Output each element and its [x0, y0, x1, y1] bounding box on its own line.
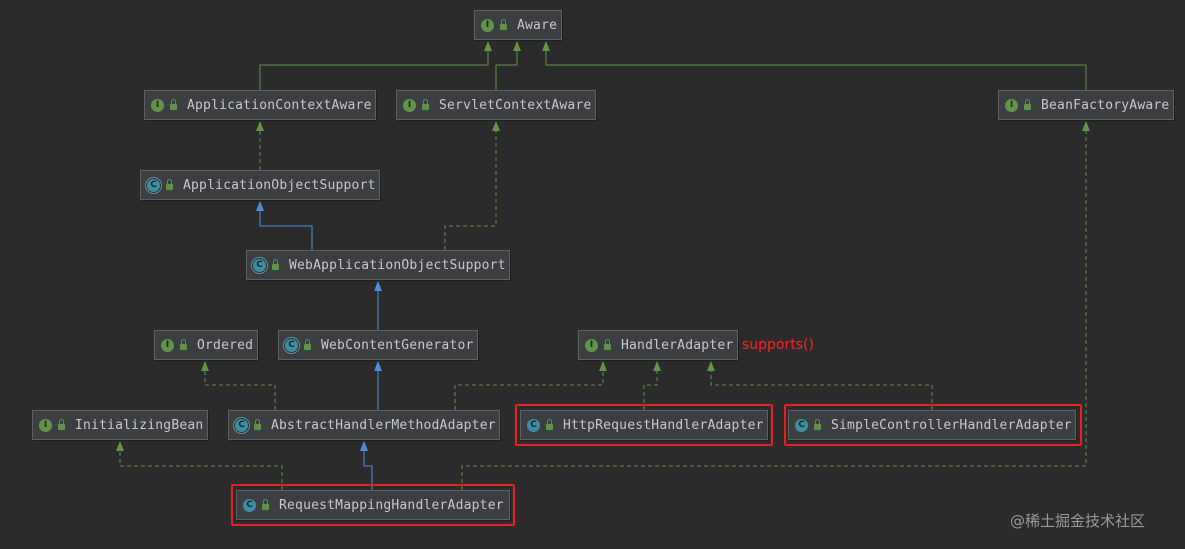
edge-requestmappinghandleradapter-initializingbean — [116, 441, 283, 490]
node-http-request-handler-adapter[interactable]: C HttpRequestHandlerAdapter — [520, 410, 768, 440]
lock-icon — [262, 498, 269, 510]
class-icon: C — [243, 498, 256, 512]
node-label: HandlerAdapter — [621, 337, 734, 353]
lock-icon — [500, 18, 507, 30]
node-label: HttpRequestHandlerAdapter — [563, 417, 764, 433]
node-label: Aware — [517, 17, 558, 33]
node-aware[interactable]: I Aware — [474, 10, 562, 40]
node-application-context-aware[interactable]: I ApplicationContextAware — [144, 90, 376, 120]
edge-abstracthandlermethodadapter-handleradapter — [454, 361, 607, 410]
node-application-object-support[interactable]: C ApplicationObjectSupport — [140, 170, 380, 200]
node-label: ApplicationContextAware — [187, 97, 372, 113]
node-label: BeanFactoryAware — [1041, 97, 1170, 113]
node-label: ServletContextAware — [439, 97, 592, 113]
lock-icon — [304, 338, 311, 350]
lock-icon — [604, 338, 611, 350]
abstract-class-icon: C — [253, 258, 266, 272]
edge-applicationcontextaware-aware — [259, 41, 492, 90]
lock-icon — [1024, 98, 1031, 110]
lock-icon — [422, 98, 429, 110]
node-label: WebApplicationObjectSupport — [289, 257, 506, 273]
node-web-application-object-support[interactable]: C WebApplicationObjectSupport — [246, 250, 510, 280]
edge-httprequesthandleradapter-handleradapter — [643, 361, 661, 410]
interface-icon: I — [1005, 98, 1018, 112]
interface-icon: I — [39, 418, 52, 432]
edge-webapplicationobjectsupport-applicationobjectsupport — [256, 201, 313, 250]
node-request-mapping-handler-adapter[interactable]: C RequestMappingHandlerAdapter — [236, 490, 510, 520]
edge-beanfactoryaware-aware — [542, 41, 1087, 90]
abstract-class-icon: C — [235, 418, 248, 432]
edge-webapplicationobjectsupport-servletcontextaware — [444, 121, 500, 250]
interface-icon: I — [403, 98, 416, 112]
lock-icon — [180, 338, 187, 350]
lock-icon — [170, 98, 177, 110]
lock-icon — [58, 418, 65, 430]
node-label: WebContentGenerator — [321, 337, 474, 353]
node-label: Ordered — [197, 337, 254, 353]
node-servlet-context-aware[interactable]: I ServletContextAware — [396, 90, 596, 120]
abstract-class-icon: C — [285, 338, 298, 352]
node-label: RequestMappingHandlerAdapter — [279, 497, 504, 513]
highlight-box-simple-controller-handler-adapter — [784, 404, 1082, 446]
node-initializing-bean[interactable]: I InitializingBean — [32, 410, 208, 440]
node-label: AbstractHandlerMethodAdapter — [271, 417, 496, 433]
class-icon: C — [795, 418, 808, 432]
edge-requestmappinghandleradapter-beanfactoryaware — [461, 121, 1090, 490]
lock-icon — [814, 418, 821, 430]
lock-icon — [272, 258, 279, 270]
edge-servletcontextaware-aware — [495, 41, 521, 90]
node-label: ApplicationObjectSupport — [183, 177, 376, 193]
node-handler-adapter[interactable]: I HandlerAdapter — [578, 330, 738, 360]
node-ordered[interactable]: I Ordered — [154, 330, 258, 360]
class-icon: C — [527, 418, 540, 432]
node-abstract-handler-method-adapter[interactable]: C AbstractHandlerMethodAdapter — [228, 410, 500, 440]
highlight-box-request-mapping-handler-adapter — [231, 484, 515, 526]
watermark: @稀土掘金技术社区 — [1010, 512, 1146, 530]
supports-annotation: supports() — [742, 337, 814, 353]
edge-requestmappinghandleradapter-abstracthandlermethodadapter — [360, 441, 373, 490]
node-simple-controller-handler-adapter[interactable]: C SimpleControllerHandlerAdapter — [788, 410, 1076, 440]
lock-icon — [166, 178, 173, 190]
lock-icon — [546, 418, 553, 430]
node-bean-factory-aware[interactable]: I BeanFactoryAware — [998, 90, 1174, 120]
interface-icon: I — [481, 18, 494, 32]
edge-abstracthandlermethodadapter-ordered — [201, 361, 276, 410]
interface-icon: I — [585, 338, 598, 352]
node-label: SimpleControllerHandlerAdapter — [831, 417, 1072, 433]
edge-simplecontrollerhandleradapter-handleradapter — [707, 361, 933, 410]
lock-icon — [254, 418, 261, 430]
highlight-box-http-request-handler-adapter — [515, 404, 773, 446]
node-label: InitializingBean — [75, 417, 204, 433]
interface-icon: I — [151, 98, 164, 112]
abstract-class-icon: C — [147, 178, 160, 192]
interface-icon: I — [161, 338, 174, 352]
node-web-content-generator[interactable]: C WebContentGenerator — [278, 330, 478, 360]
